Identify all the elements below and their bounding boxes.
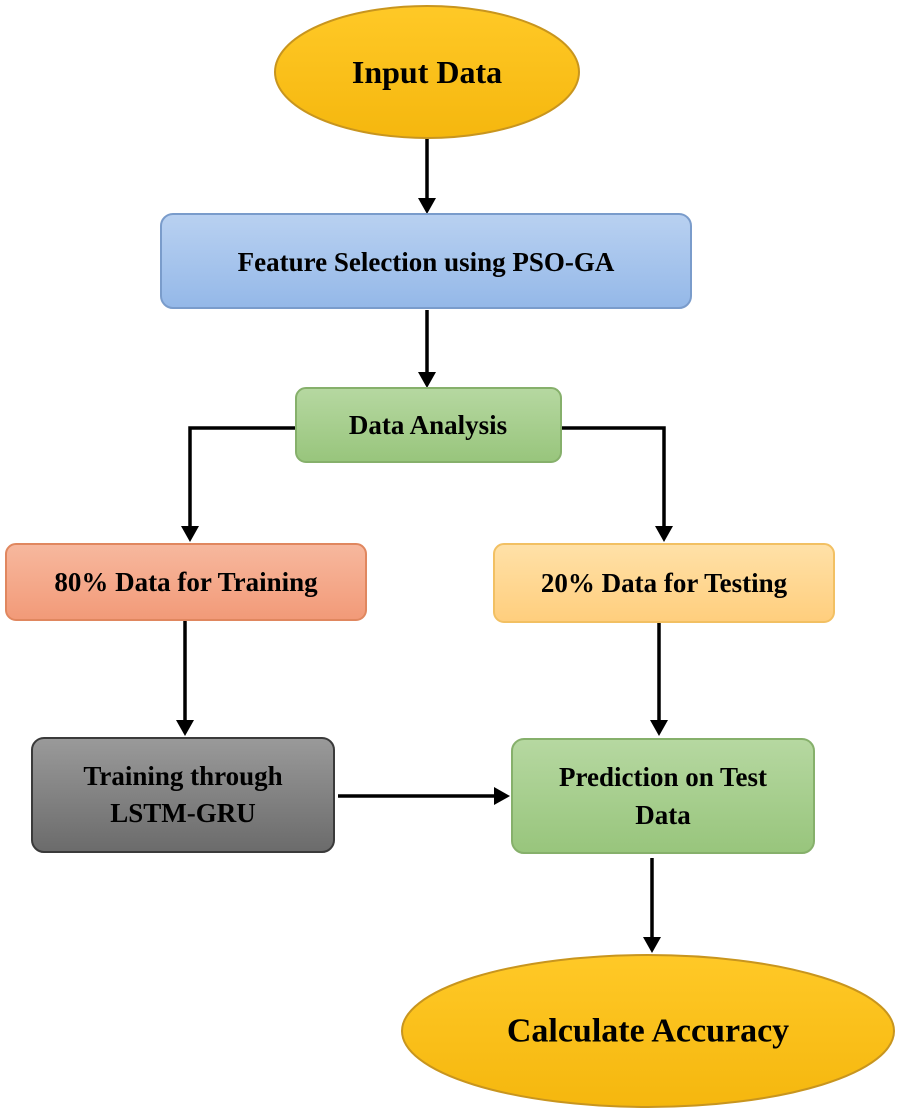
arrow-analysis-to-testing [561, 426, 666, 527]
prediction-label-line2: Data [635, 800, 691, 830]
input-data-label: Input Data [352, 54, 502, 90]
input-data-shape [274, 5, 580, 139]
arrowhead-testing-to-prediction [650, 720, 668, 736]
node-calculate-accuracy: Calculate Accuracy [401, 954, 895, 1108]
arrowhead-training-to-model [176, 720, 194, 736]
node-training-split: 80% Data for Training [5, 543, 367, 621]
training-split-shape [5, 543, 367, 621]
arrowhead-analysis-to-testing [655, 526, 673, 542]
node-training-model: Training through LSTM-GRU [31, 737, 335, 853]
data-analysis-label: Data Analysis [349, 410, 507, 440]
node-prediction: Prediction on Test Data [511, 738, 815, 854]
testing-split-label: 20% Data for Testing [541, 568, 788, 598]
arrowhead-analysis-to-training [181, 526, 199, 542]
training-model-shape [31, 737, 335, 853]
node-data-analysis: Data Analysis [295, 387, 562, 463]
calculate-accuracy-label: Calculate Accuracy [507, 1013, 789, 1050]
training-model-label-line2: LSTM-GRU [110, 798, 256, 828]
node-feature-selection: Feature Selection using PSO-GA [160, 213, 692, 309]
arrow-analysis-to-training [188, 426, 296, 527]
training-model-label-line1: Training through [83, 761, 282, 791]
connectors [176, 138, 673, 953]
arrowhead-model-to-prediction [494, 787, 510, 805]
node-testing-split: 20% Data for Testing [493, 543, 835, 623]
prediction-shape [511, 738, 815, 854]
testing-split-shape [493, 543, 835, 623]
calculate-accuracy-shape [401, 954, 895, 1108]
feature-selection-label: Feature Selection using PSO-GA [238, 247, 615, 277]
training-split-label: 80% Data for Training [54, 567, 318, 597]
arrowhead-input-to-feature [418, 198, 436, 214]
data-analysis-shape [295, 387, 562, 463]
node-input-data: Input Data [274, 5, 580, 139]
arrowhead-prediction-to-accuracy [643, 937, 661, 953]
feature-selection-shape [160, 213, 692, 309]
arrowhead-feature-to-analysis [418, 372, 436, 388]
prediction-label-line1: Prediction on Test [559, 762, 767, 792]
